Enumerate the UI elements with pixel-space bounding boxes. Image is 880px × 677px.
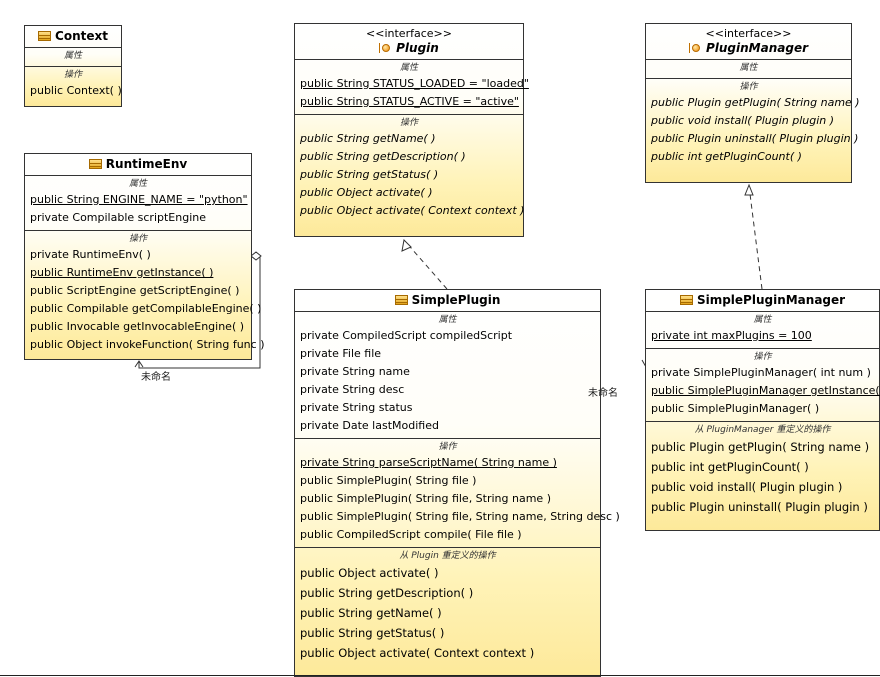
operation[interactable]: public SimplePlugin( String file, String… bbox=[300, 492, 551, 505]
operation[interactable]: public ScriptEngine getScriptEngine( ) bbox=[30, 284, 240, 297]
override-operation[interactable]: public int getPluginCount( ) bbox=[651, 460, 809, 474]
operations-title: 操作 bbox=[63, 70, 82, 80]
operations-title: 操作 bbox=[438, 442, 457, 452]
operation[interactable]: public Compilable getCompilableEngine( ) bbox=[30, 302, 262, 315]
class-icon bbox=[38, 31, 52, 41]
attributes-title: 属性 bbox=[739, 63, 758, 73]
operation[interactable]: private SimplePluginManager( int num ) bbox=[651, 366, 871, 379]
stereotype: <<interface>> bbox=[705, 27, 792, 40]
overrides-title: 从 PluginManager 重定义的操作 bbox=[694, 425, 831, 435]
association-label-runtimeenv: 未命名 bbox=[141, 372, 171, 383]
attribute[interactable]: public String ENGINE_NAME = "python" bbox=[30, 193, 248, 206]
operation[interactable]: public Invocable getInvocableEngine( ) bbox=[30, 320, 245, 333]
runtimeenv-arrowhead bbox=[134, 360, 144, 368]
override-operation[interactable]: public String getStatus( ) bbox=[300, 626, 445, 640]
override-operation[interactable]: public Object activate( Context context … bbox=[300, 646, 535, 660]
operations-title: 操作 bbox=[739, 82, 758, 92]
class-icon bbox=[679, 295, 693, 305]
class-runtimeenv[interactable]: RuntimeEnv 属性 public String ENGINE_NAME … bbox=[24, 153, 265, 360]
interface-icon bbox=[379, 43, 393, 53]
attribute[interactable]: private Compilable scriptEngine bbox=[30, 211, 207, 224]
attribute[interactable]: private CompiledScript compiledScript bbox=[300, 329, 513, 342]
interface-icon bbox=[688, 43, 703, 53]
realization-line-simpleplugin bbox=[403, 239, 448, 290]
attributes-title: 属性 bbox=[438, 315, 457, 325]
override-operation[interactable]: public String getName( ) bbox=[300, 606, 442, 620]
class-context[interactable]: Context 属性 操作 public Context( ) bbox=[24, 25, 122, 107]
override-operation[interactable]: public Object activate( ) bbox=[300, 566, 439, 580]
class-name: RuntimeEnv bbox=[105, 157, 188, 171]
attributes-title: 属性 bbox=[128, 179, 147, 189]
stereotype: <<interface>> bbox=[366, 27, 452, 40]
realization-line-simplepluginmanager bbox=[748, 185, 763, 290]
interface-plugin[interactable]: <<interface>> Plugin 属性 public String ST… bbox=[294, 23, 529, 237]
class-simpleplugin[interactable]: SimplePlugin 属性 private CompiledScript c… bbox=[294, 289, 620, 677]
override-operation[interactable]: public String getDescription( ) bbox=[300, 586, 474, 600]
overrides-title: 从 Plugin 重定义的操作 bbox=[399, 551, 496, 561]
class-name: Context bbox=[55, 29, 108, 43]
operation[interactable]: public Context( ) bbox=[30, 84, 122, 97]
interface-name: PluginManager bbox=[705, 41, 809, 55]
override-operation[interactable]: public Plugin getPlugin( String name ) bbox=[651, 440, 870, 454]
operation[interactable]: public Plugin uninstall( Plugin plugin ) bbox=[651, 132, 859, 145]
override-operation[interactable]: public Plugin uninstall( Plugin plugin ) bbox=[651, 500, 868, 514]
operations-title: 操作 bbox=[399, 118, 418, 128]
realization-arrowhead-plugin bbox=[401, 238, 412, 252]
operation[interactable]: public SimplePluginManager getInstance( … bbox=[651, 384, 880, 397]
operation[interactable]: public SimplePlugin( String file, String… bbox=[300, 510, 620, 523]
interface-pluginmanager[interactable]: <<interface>> PluginManager 属性 操作 public… bbox=[645, 23, 860, 183]
attributes-title: 属性 bbox=[399, 63, 418, 73]
operation[interactable]: public Object activate( ) bbox=[300, 186, 433, 199]
attribute[interactable]: public String STATUS_ACTIVE = "active" bbox=[300, 95, 519, 108]
attribute[interactable]: private String name bbox=[300, 365, 410, 378]
operation[interactable]: public String getDescription( ) bbox=[300, 150, 466, 163]
class-name: SimplePluginManager bbox=[696, 293, 846, 307]
attributes-title: 属性 bbox=[63, 51, 82, 61]
operation[interactable]: public SimplePluginManager( ) bbox=[651, 402, 820, 415]
operation[interactable]: public Object invokeFunction( String fun… bbox=[30, 338, 265, 351]
interface-name: Plugin bbox=[396, 41, 439, 55]
operation[interactable]: public int getPluginCount( ) bbox=[651, 150, 802, 163]
attribute[interactable]: private String desc bbox=[300, 383, 405, 396]
class-icon bbox=[88, 159, 102, 169]
operation[interactable]: public CompiledScript compile( File file… bbox=[300, 528, 522, 541]
attribute[interactable]: private String status bbox=[300, 401, 413, 414]
attributes-title: 属性 bbox=[753, 315, 772, 325]
class-name: SimplePlugin bbox=[411, 293, 501, 307]
operation[interactable]: private RuntimeEnv( ) bbox=[30, 248, 151, 261]
operations-title: 操作 bbox=[753, 352, 772, 362]
operation[interactable]: public String getName( ) bbox=[300, 132, 436, 145]
diagram-frame-edge bbox=[0, 675, 880, 676]
operation[interactable]: public Plugin getPlugin( String name ) bbox=[651, 96, 860, 109]
operation[interactable]: public void install( Plugin plugin ) bbox=[651, 114, 835, 127]
attribute[interactable]: public String STATUS_LOADED = "loaded" bbox=[300, 77, 529, 90]
operations-title: 操作 bbox=[128, 234, 147, 244]
override-operation[interactable]: public void install( Plugin plugin ) bbox=[651, 480, 843, 494]
attribute[interactable]: private Date lastModified bbox=[300, 419, 439, 432]
association-label-manager: 未命名 bbox=[588, 388, 618, 399]
operation[interactable]: public RuntimeEnv getInstance( ) bbox=[30, 266, 214, 279]
operation[interactable]: public SimplePlugin( String file ) bbox=[300, 474, 477, 487]
aggregation-diamond-runtimeenv bbox=[250, 251, 262, 261]
attribute[interactable]: private int maxPlugins = 100 bbox=[651, 329, 812, 342]
operation[interactable]: public String getStatus( ) bbox=[300, 168, 439, 181]
operation[interactable]: public Object activate( Context context … bbox=[300, 204, 525, 217]
class-icon bbox=[394, 295, 408, 305]
realization-arrowhead-pluginmanager bbox=[744, 183, 754, 196]
class-simplepluginmanager[interactable]: SimplePluginManager 属性 private int maxPl… bbox=[645, 289, 880, 531]
operation[interactable]: private String parseScriptName( String n… bbox=[300, 456, 557, 469]
attribute[interactable]: private File file bbox=[300, 347, 382, 360]
